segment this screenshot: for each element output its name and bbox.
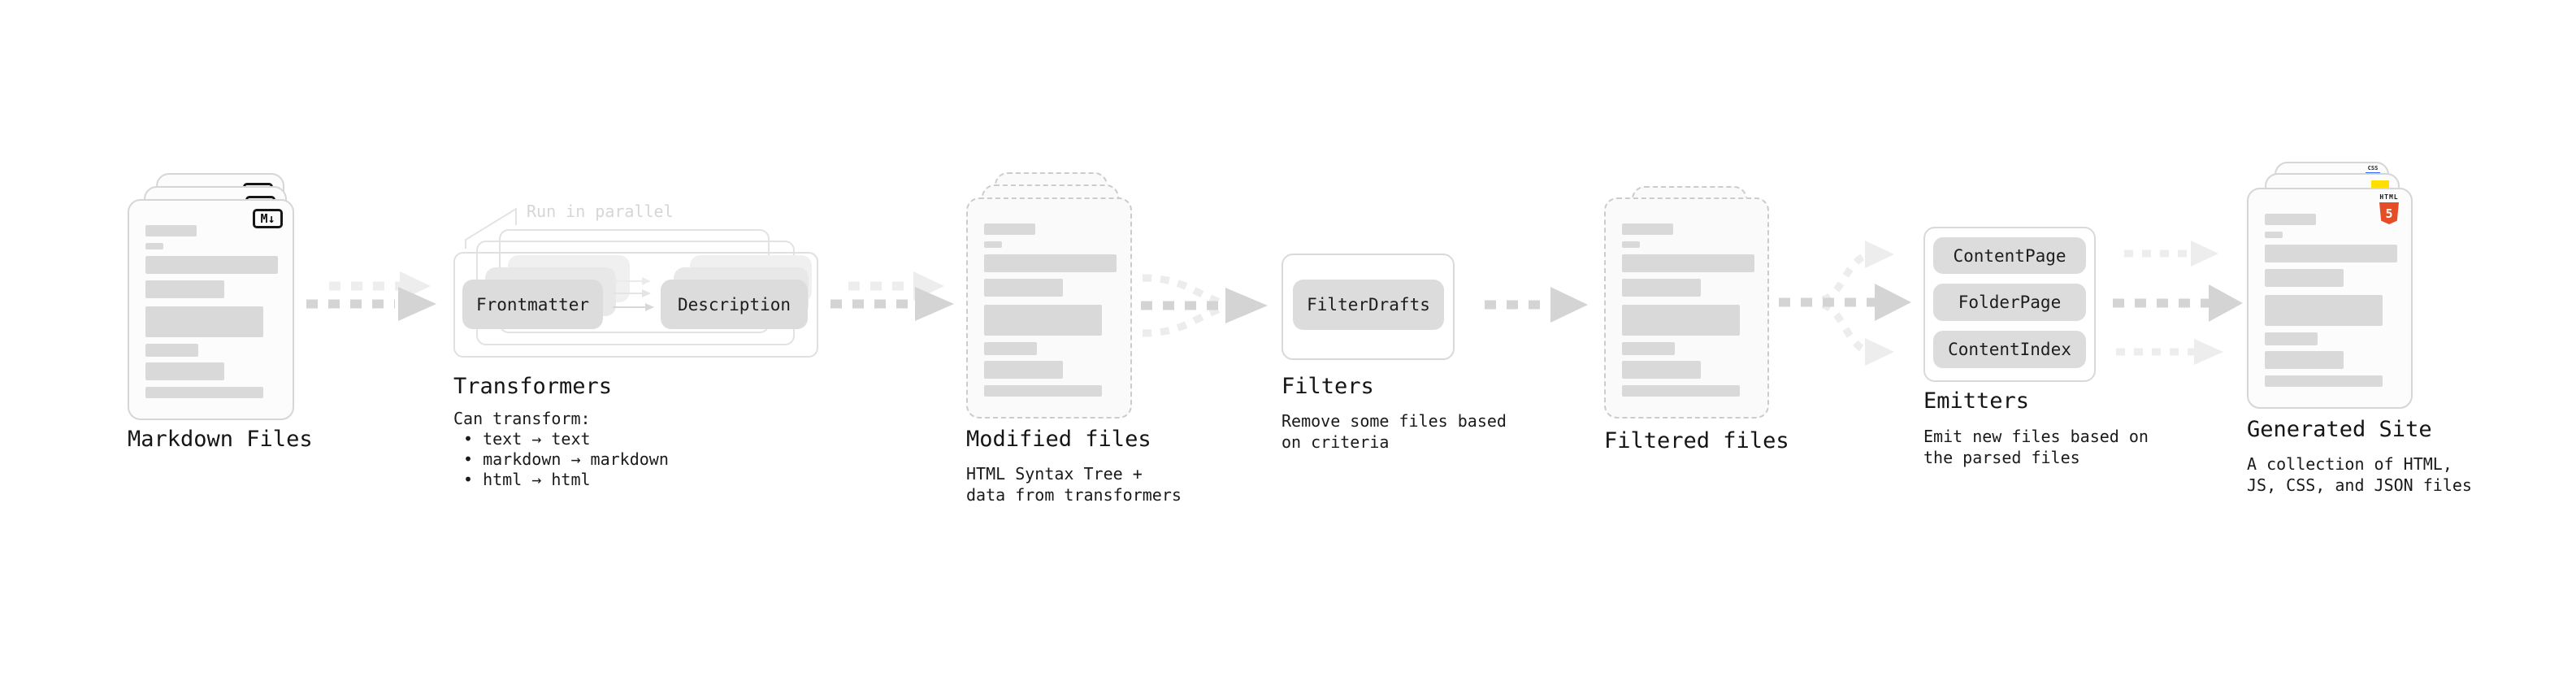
placeholder-bar: [1622, 223, 1673, 235]
placeholder-bar: [1622, 241, 1640, 248]
placeholder-bar: [984, 279, 1063, 297]
placeholder-bar: [2265, 332, 2318, 345]
filtered-files-title: Filtered files: [1604, 428, 1789, 453]
bullet-item: markdown → markdown: [463, 449, 669, 470]
placeholder-bar: [1622, 305, 1740, 336]
placeholder-bar: [145, 256, 278, 274]
placeholder-bar: [1622, 254, 1754, 272]
arrow-emitters-to-generated: [2113, 241, 2243, 365]
generated-site-description: A collection of HTML, JS, CSS, and JSON …: [2247, 454, 2472, 495]
arrow-filters-to-filtered: [1485, 287, 1588, 323]
arrow-filtered-to-emitters: [1779, 241, 1911, 366]
arrow-markdown-to-transformers: [306, 271, 436, 321]
placeholder-bar: [984, 254, 1117, 272]
markdown-file-card-front: M↓: [128, 199, 294, 420]
placeholder-bar: [2265, 269, 2344, 287]
arrow-transformers-to-modified: [830, 271, 954, 321]
placeholder-bar: [145, 362, 224, 380]
placeholder-bar: [2265, 232, 2283, 238]
bullet-item: html → html: [463, 470, 669, 490]
placeholder-bar: [984, 342, 1037, 355]
placeholder-bar: [1622, 385, 1740, 397]
can-transform-heading: Can transform:: [453, 409, 591, 428]
placeholder-bar: [984, 241, 1002, 248]
transformers-title: Transformers: [453, 374, 613, 399]
arrow-modified-to-filters: [1141, 274, 1268, 337]
placeholder-bar: [1622, 279, 1701, 297]
run-in-parallel-label: Run in parallel: [527, 202, 674, 221]
filterdrafts-node: FilterDrafts: [1293, 280, 1444, 330]
annotation-leader-line: [465, 207, 517, 249]
placeholder-bar: [2265, 351, 2344, 369]
placeholder-bar: [1622, 361, 1701, 379]
modified-files-description: HTML Syntax Tree + data from transformer…: [966, 464, 1182, 505]
transformer-group-box-front: [453, 252, 818, 358]
placeholder-bar: [2265, 214, 2316, 225]
placeholder-bar: [145, 306, 263, 337]
modified-file-card-front: [966, 197, 1132, 419]
filters-title: Filters: [1281, 374, 1374, 399]
placeholder-bar: [145, 387, 263, 398]
placeholder-bar: [2265, 245, 2397, 262]
placeholder-bar: [984, 361, 1063, 379]
filtered-file-card-front: [1604, 197, 1769, 419]
placeholder-bar: [1622, 342, 1675, 355]
placeholder-bar: [2265, 295, 2383, 326]
markdown-icon: M↓: [253, 209, 283, 228]
emitters-title: Emitters: [1923, 388, 2030, 414]
placeholder-bar: [145, 225, 197, 236]
placeholder-bar: [984, 385, 1102, 397]
frontmatter-node: Frontmatter: [462, 280, 603, 329]
placeholder-bar: [984, 305, 1102, 336]
filters-description: Remove some files based on criteria: [1281, 411, 1507, 452]
placeholder-bar: [145, 344, 198, 357]
contentindex-node: ContentIndex: [1933, 331, 2086, 368]
emitters-description: Emit new files based on the parsed files: [1923, 427, 2149, 467]
transformers-description: Can transform: text → text markdown → ma…: [453, 409, 669, 490]
generated-site-title: Generated Site: [2247, 417, 2432, 442]
placeholder-bar: [984, 223, 1035, 235]
contentpage-node: ContentPage: [1933, 237, 2086, 274]
generated-file-card-html: HTML 5: [2247, 188, 2413, 409]
modified-files-title: Modified files: [966, 427, 1151, 452]
folderpage-node: FolderPage: [1933, 284, 2086, 321]
transform-flow-arrows: [613, 277, 654, 311]
placeholder-bar: [145, 280, 224, 298]
description-node: Description: [661, 280, 808, 329]
placeholder-bar: [145, 243, 163, 249]
js-icon: [2371, 180, 2389, 189]
placeholder-bar: [2265, 375, 2383, 387]
html5-icon: HTML 5: [2379, 193, 2400, 224]
bullet-item: text → text: [463, 429, 669, 449]
markdown-files-title: Markdown Files: [128, 427, 313, 452]
